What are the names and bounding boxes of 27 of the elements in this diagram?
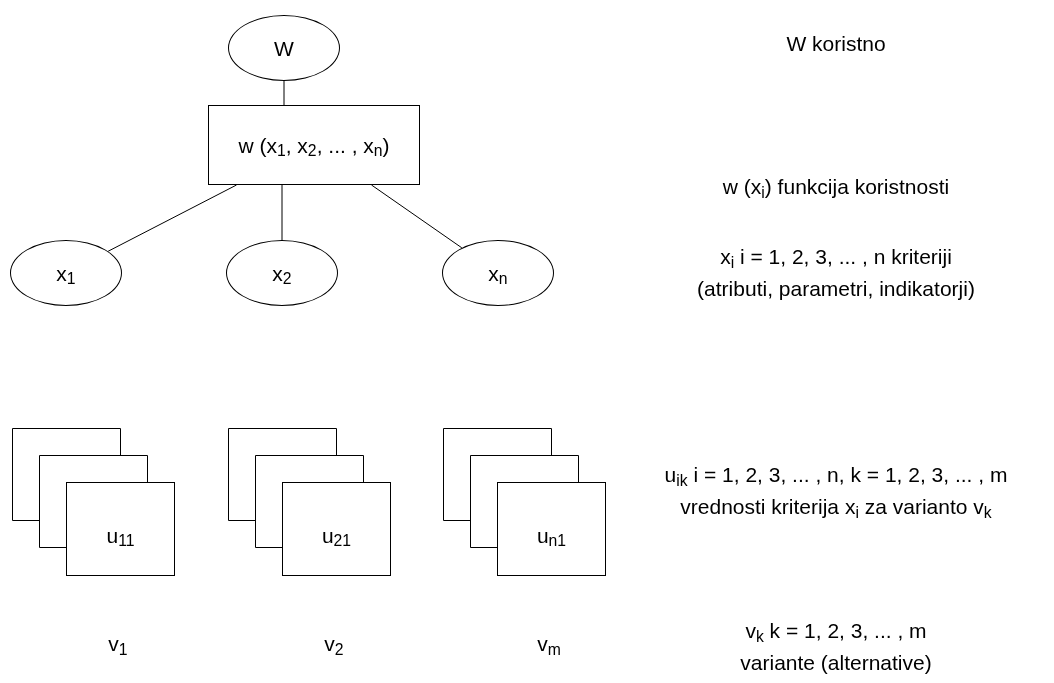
row-description: vrednosti kriterija x$_{i}$ za varianto v$_{k}$	[680, 496, 992, 517]
row-description: W koristno	[786, 33, 886, 54]
card-stack	[228, 428, 391, 576]
card-stack	[443, 428, 606, 576]
row-description: w (x$_{i}$) funkcija koristnosti	[722, 176, 950, 197]
row-description: v$_{k}$ k = 1, 2, 3, ... , m	[745, 620, 927, 641]
row-description: x$_{i}$ i = 1, 2, 3, ... , n kriteriji	[720, 246, 952, 267]
node-label: x$_{1}$	[56, 262, 76, 284]
node-label: x$_{n}$	[488, 262, 508, 284]
connector-line	[283, 80, 285, 106]
formula-box	[208, 105, 420, 185]
node-label: u$_{n1}$	[536, 524, 567, 546]
node-label: w (x$_{1}$, x$_{2}$, ... , x$_{n}$)	[238, 134, 390, 156]
row-description: (atributi, parametri, indikatorji)	[697, 278, 975, 299]
card-stack	[12, 428, 175, 576]
node-label: x$_{2}$	[272, 262, 292, 284]
connector-line	[281, 184, 283, 241]
connector-line	[107, 184, 237, 252]
row-description: variante (alternative)	[740, 652, 932, 673]
row-description: u$_{ik}$ i = 1, 2, 3, ... , n, k = 1, 2, 3, ... , m	[664, 464, 1008, 485]
node-label: u$_{21}$	[321, 524, 352, 546]
node-label: W	[274, 37, 294, 59]
node-label: u$_{11}$	[106, 524, 135, 546]
variant-label: v$_{1}$	[108, 633, 128, 654]
connector-line	[371, 184, 463, 249]
variant-label: v$_{2}$	[324, 633, 344, 654]
variant-label: v$_{m}$	[537, 633, 561, 654]
